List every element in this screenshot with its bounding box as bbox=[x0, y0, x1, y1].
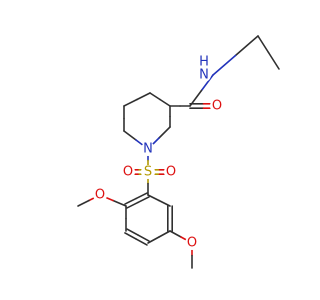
bond-ar3-ar4 bbox=[135, 238, 148, 246]
bond-ar6-ar1 bbox=[147, 194, 160, 202]
bond-ar6-ar1 bbox=[158, 199, 171, 207]
atom-bg-s bbox=[141, 165, 155, 179]
atom-bg-n-amide bbox=[197, 68, 211, 82]
bond-ar1-ar2 bbox=[124, 197, 137, 205]
bond-ethylend-ethylc bbox=[267, 51, 280, 70]
bond-c3-c4 bbox=[159, 98, 171, 107]
atom-label-o-me2: O bbox=[187, 236, 197, 251]
bond-ar5-o_me2 bbox=[169, 230, 182, 238]
bond-ethylc-nh bbox=[234, 35, 259, 57]
bond-ar2-o_me1 bbox=[112, 199, 127, 207]
bond-layer bbox=[77, 35, 280, 269]
bond-c3-c4 bbox=[149, 92, 161, 101]
atom-bg-n-ring bbox=[141, 142, 155, 156]
atom-label-n-amide: N bbox=[199, 68, 209, 83]
atom-bg-o-s1 bbox=[121, 165, 135, 179]
bond-ethylc-nh bbox=[212, 54, 237, 76]
bond-c2-n_ring bbox=[158, 126, 171, 139]
atom-bg-o-me2 bbox=[185, 236, 199, 250]
atom-bg-n-amide-h bbox=[197, 55, 211, 69]
bond-ar1-ar2 bbox=[126, 201, 139, 209]
atom-label-o-amide: O bbox=[212, 99, 222, 114]
bond-ethylend-ethylc bbox=[257, 35, 270, 54]
atom-bg-o-s2 bbox=[164, 165, 178, 179]
bond-ar3-ar4 bbox=[126, 228, 139, 236]
atom-bg-o-me1 bbox=[93, 188, 107, 202]
atom-bg-o-amide bbox=[210, 99, 224, 113]
bond-ar4-ar5 bbox=[147, 236, 160, 244]
atom-label-n-amide-h: H bbox=[199, 55, 209, 70]
bond-c6-n_ring bbox=[123, 130, 137, 141]
atom-label-o-me1: O bbox=[95, 188, 105, 203]
bond-ar1-ar2 bbox=[137, 196, 150, 204]
atom-label-s: S bbox=[144, 165, 152, 180]
bond-c4-c5 bbox=[136, 92, 151, 101]
bond-ar1-ar2 bbox=[135, 192, 148, 200]
bond-ar3-ar4 bbox=[124, 232, 137, 240]
atom-label-n-ring: N bbox=[143, 142, 153, 157]
atom-label-o-s1: O bbox=[123, 165, 133, 180]
bond-c4-c5 bbox=[123, 98, 138, 107]
atom-label-o-s2: O bbox=[166, 165, 176, 180]
bond-o_me1-me1 bbox=[77, 199, 90, 207]
bond-nh-c_amide bbox=[200, 74, 214, 92]
bond-ar4-ar5 bbox=[158, 230, 171, 238]
bond-ar3-ar4 bbox=[137, 234, 150, 242]
